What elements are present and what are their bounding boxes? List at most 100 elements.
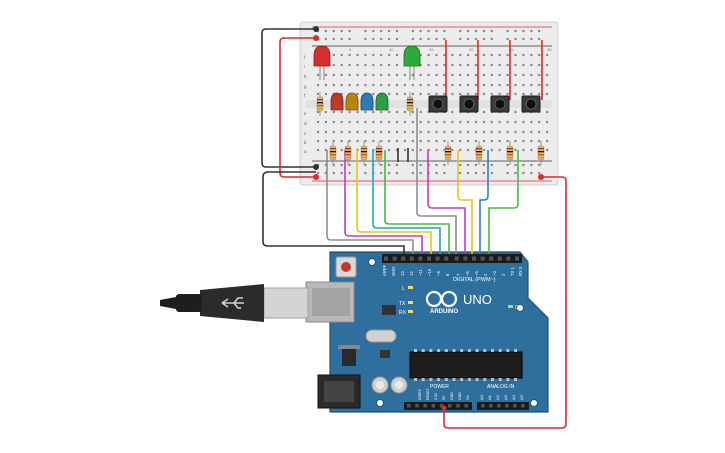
rail-hole <box>435 29 438 33</box>
analog-header <box>477 402 529 410</box>
wire-black-gnd[interactable] <box>262 171 405 254</box>
rail-hole <box>340 163 343 167</box>
resistor[interactable] <box>316 92 324 116</box>
rail-hole <box>530 29 533 33</box>
rail-hole <box>474 171 478 175</box>
wire-blue-button[interactable] <box>479 150 489 254</box>
pin-label-a5: A5 <box>519 394 524 400</box>
breadboard-hole <box>348 139 351 143</box>
breadboard-hole <box>546 63 549 67</box>
breadboard-hole <box>316 83 320 87</box>
rail-hole <box>316 171 320 175</box>
wire-red-5v[interactable] <box>443 176 567 429</box>
resistor[interactable] <box>406 92 414 116</box>
breadboard-hole <box>435 63 438 67</box>
row-letter: c <box>304 131 307 136</box>
resistor[interactable] <box>375 141 383 165</box>
rail-hole <box>332 29 335 33</box>
breadboard-hole <box>443 53 446 57</box>
wire-green-button[interactable] <box>488 150 519 254</box>
row-letter: b <box>304 140 307 145</box>
led-dome-red <box>313 45 331 67</box>
rail-hole <box>419 37 422 41</box>
rail-hole <box>467 37 470 41</box>
pushbutton[interactable] <box>521 95 541 113</box>
wire-red-rail-left[interactable] <box>279 37 316 178</box>
rx-label: RX <box>399 310 407 316</box>
led-green-indicator[interactable] <box>403 45 421 80</box>
resistor[interactable] <box>506 141 514 165</box>
rail-hole <box>435 171 438 175</box>
breadboard-hole <box>514 53 517 57</box>
header-hole <box>423 404 427 408</box>
rail-hole <box>530 37 533 41</box>
breadboard-hole <box>427 92 430 96</box>
breadboard-hole <box>388 92 391 96</box>
resistor[interactable] <box>360 141 368 165</box>
resistor-band <box>330 154 336 156</box>
column-number: 5 <box>349 47 352 52</box>
led-red-indicator[interactable] <box>313 45 331 80</box>
resistor[interactable] <box>444 141 452 165</box>
rail-hole <box>427 37 430 41</box>
pushbutton[interactable] <box>428 95 448 113</box>
breadboard-hole <box>403 139 406 143</box>
breadboard-hole <box>467 130 470 134</box>
wire-yellow-button[interactable] <box>457 150 473 254</box>
breadboard-hole <box>490 120 493 124</box>
resistor-band <box>345 151 351 153</box>
pushbutton[interactable] <box>459 95 479 113</box>
wire-gray-left[interactable] <box>326 150 414 254</box>
resistor-band <box>317 102 323 104</box>
rail-hole <box>364 171 367 175</box>
breadboard-hole <box>427 63 430 67</box>
wire-gray-right[interactable] <box>416 108 457 254</box>
led-blue[interactable] <box>360 92 374 111</box>
breadboard-hole <box>451 120 454 124</box>
breadboard-hole <box>451 92 454 96</box>
breadboard-hole <box>514 139 517 143</box>
resistor[interactable] <box>344 141 352 165</box>
led-rx <box>408 310 413 313</box>
ic-leg <box>475 378 479 381</box>
resistor[interactable] <box>537 141 545 165</box>
usb-cable[interactable] <box>160 284 309 322</box>
led-amber[interactable] <box>345 92 359 111</box>
resistor-band <box>507 151 513 153</box>
ic-leg <box>514 349 518 352</box>
breadboard-hole <box>538 63 541 67</box>
wire-yellow-led[interactable] <box>356 150 432 254</box>
breadboard-hole <box>403 110 406 114</box>
wire-black-rail-left[interactable] <box>261 28 316 168</box>
breadboard-hole <box>474 63 478 67</box>
breadboard-hole <box>364 83 367 87</box>
resistor[interactable] <box>475 141 483 165</box>
resistor[interactable] <box>329 141 337 165</box>
resistor-band <box>317 105 323 107</box>
wire-endpoint <box>313 164 319 170</box>
breadboard-hole <box>403 130 406 134</box>
ic-leg <box>444 378 448 381</box>
breadboard-hole <box>467 92 470 96</box>
breadboard-hole <box>506 139 509 143</box>
wire-cyan-led[interactable] <box>372 150 441 254</box>
resistor-body <box>375 145 383 161</box>
wire-magenta-led[interactable] <box>344 150 423 254</box>
rail-hole <box>380 163 383 167</box>
resistor-band <box>376 151 382 153</box>
digital-header <box>382 254 522 263</box>
wire-magenta-button[interactable] <box>427 150 466 254</box>
led-green[interactable] <box>375 92 389 111</box>
row-letter: e <box>304 111 307 116</box>
breadboard-hole <box>546 83 549 87</box>
pushbutton[interactable] <box>490 95 510 113</box>
breadboard-hole <box>316 73 320 77</box>
resistor-band <box>407 105 413 107</box>
usb-cable-end <box>160 297 176 309</box>
breadboard-hole <box>380 120 383 124</box>
breadboard-hole <box>490 92 493 96</box>
wire-green-led[interactable] <box>384 150 450 254</box>
breadboard-hole <box>372 83 375 87</box>
led-red[interactable] <box>330 92 344 111</box>
rail-hole <box>474 37 478 41</box>
